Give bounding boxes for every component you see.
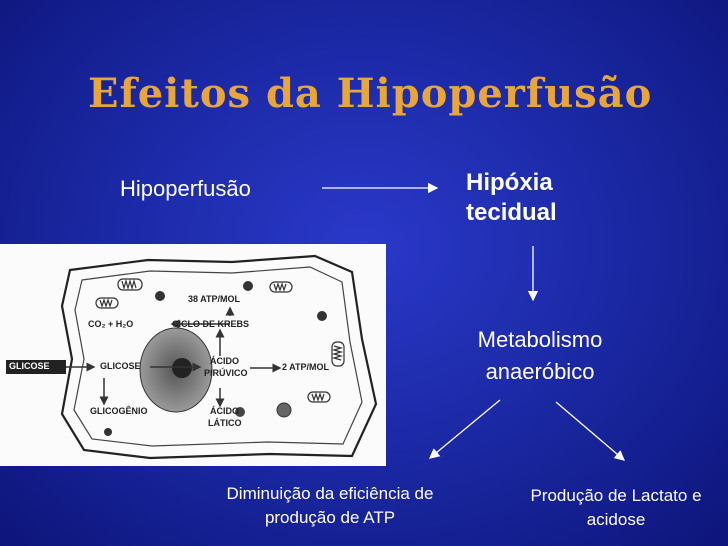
acido-piruvico-line1: ÁCIDO — [210, 356, 239, 366]
glicose-external-box — [6, 360, 66, 374]
metabolismo-line1: Metabolismo — [477, 327, 603, 352]
mitochondrion — [269, 281, 293, 293]
mitochondrion — [331, 341, 345, 367]
slide-title: Efeitos da Hipoperfusão — [88, 70, 653, 117]
hipoperfusao-label: Hipoperfusão — [120, 176, 251, 201]
atp-krebs-label: 38 ATP/MOL — [188, 294, 241, 304]
diminuicao-line1: Diminuição da eficiência de — [226, 484, 434, 503]
hipoxia-tecidual-label: Hipóxia tecidual — [466, 168, 557, 228]
glicose-external-label: GLICOSE — [9, 361, 50, 371]
organelle-dot — [276, 402, 292, 418]
hipoxia-line1: Hipóxia — [466, 169, 553, 196]
metabolismo-line2: anaeróbico — [485, 359, 595, 384]
acido-latico-line1: ÁCIDO — [210, 406, 239, 416]
producao-line1: Produção de Lactato e — [530, 486, 702, 505]
cell-metabolism-illustration: 38 ATP/MOL CO₂ + H₂O CICLO DE KREBS GLIC… — [0, 244, 386, 466]
glicose-label: GLICOSE — [100, 361, 141, 371]
organelle-dot — [155, 291, 165, 301]
acido-latico-line2: LÁTICO — [208, 418, 242, 428]
mitochondrion — [95, 297, 119, 309]
mitochondrion — [307, 391, 331, 403]
organelle-dot — [243, 281, 253, 291]
glicogenio-label: GLICOGÊNIO — [90, 406, 148, 416]
metabolismo-anaerobico-label: Metabolismo anaeróbico — [455, 324, 625, 388]
cell-outer-membrane — [60, 254, 378, 460]
producao-line2: acidose — [586, 510, 646, 529]
arrow-metabolismo-to-diminuicao — [428, 399, 501, 459]
producao-lactato-label: Produção de Lactato e acidose — [508, 484, 724, 532]
cell-inner-membrane — [73, 266, 363, 447]
nucleolus — [172, 358, 192, 378]
co2-h2o-label: CO₂ + H₂O — [88, 319, 134, 329]
cell-drawing — [6, 254, 378, 460]
mitochondrion — [117, 278, 143, 291]
atp-glycolysis-label: 2 ATP/MOL — [282, 362, 329, 372]
diminuicao-eficiencia-label: Diminuição da eficiência de produção de … — [202, 482, 458, 530]
hipoxia-line2: tecidual — [466, 199, 557, 226]
organelle-dot — [235, 407, 245, 417]
organelle-dot — [317, 311, 327, 321]
diminuicao-line2: produção de ATP — [264, 508, 396, 527]
organelle-dot — [104, 428, 112, 436]
arrow-metabolismo-to-producao — [555, 401, 625, 461]
ciclo-krebs-label: CICLO DE KREBS — [172, 319, 250, 329]
acido-piruvico-line2: PIRÚVICO — [204, 368, 248, 378]
